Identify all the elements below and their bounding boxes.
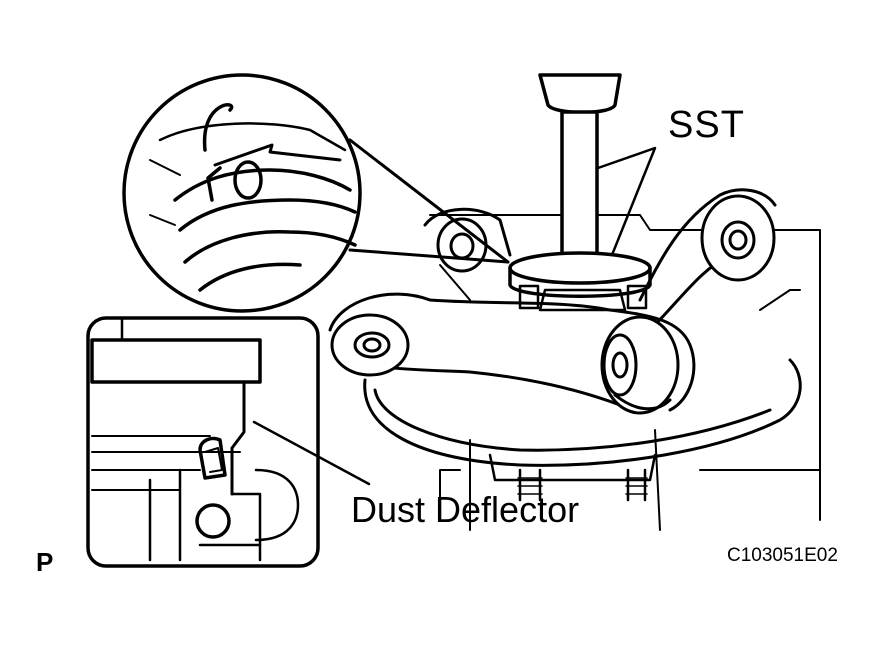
upper-arm-right (638, 188, 777, 332)
figure-code: C103051E02 (727, 545, 838, 566)
inset-box (86, 316, 320, 568)
ball-joint-nuts (518, 284, 648, 312)
dust-deflector-label: Dust Deflector (351, 489, 580, 530)
page-marker: P (36, 547, 54, 577)
sst-leader-lines (596, 146, 657, 257)
sst-tool (508, 73, 652, 298)
lower-control-arm (328, 292, 696, 415)
dust-deflector-leader-line (252, 420, 371, 486)
magnified-circle (122, 73, 510, 313)
hub-studs (517, 468, 648, 502)
lower-hub-plate (363, 358, 802, 482)
sst-label: SST (668, 104, 745, 146)
